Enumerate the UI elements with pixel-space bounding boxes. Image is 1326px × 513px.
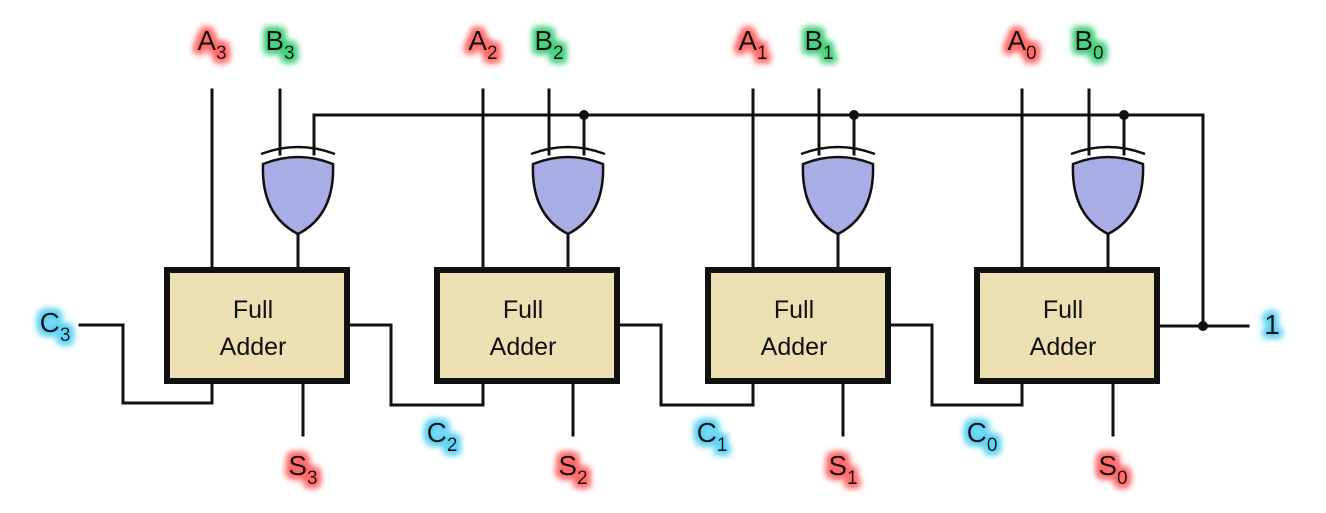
- xor-gate-back-arc: [800, 145, 876, 156]
- xor-gate-body: [531, 155, 605, 236]
- sum-s-label-text: S: [1098, 450, 1117, 481]
- sum-s-label-text: S: [288, 450, 307, 481]
- full-adder-box: [434, 267, 620, 384]
- junction-dot-icon: [579, 110, 589, 120]
- sum-s-label-text: S: [828, 450, 847, 481]
- full-adder-label-line1: Full: [233, 296, 273, 324]
- full-adder-label-line2: Adder: [220, 333, 287, 361]
- sum-s-label: S3: [288, 450, 317, 489]
- input-a-label-subscript: 1: [757, 43, 768, 64]
- input-b-label-subscript: 2: [553, 43, 564, 64]
- input-b-label-text: B: [804, 25, 823, 56]
- carry-wire-c2: [345, 323, 485, 407]
- input-a-label-text: A: [468, 25, 487, 56]
- input-a-label: A1: [738, 25, 767, 64]
- carry-label-subscript: 2: [447, 435, 458, 456]
- carry-label: C1: [697, 417, 728, 456]
- input-a-label-subscript: 2: [487, 43, 498, 64]
- full-adder-label-line2: Adder: [1030, 333, 1097, 361]
- carry-label-subscript: 1: [717, 435, 728, 456]
- input-b-label: B3: [265, 25, 294, 64]
- carry-label-subscript: 0: [987, 435, 998, 456]
- junction-dot-icon: [1119, 110, 1129, 120]
- carry-label-text: C: [967, 417, 987, 448]
- carry-wire-c0: [886, 323, 1024, 407]
- sum-s-label-subscript: 2: [577, 468, 588, 489]
- xor-gate-back-arc: [260, 145, 336, 156]
- input-a-label: A0: [1007, 25, 1036, 64]
- carry-label: C0: [967, 417, 998, 456]
- full-adder-box: [974, 267, 1160, 384]
- xor-gate-back-arc: [530, 145, 606, 156]
- xor-gate-icon: [530, 145, 606, 236]
- carry-wire-c1: [615, 323, 755, 407]
- wires: [78, 88, 1250, 437]
- input-b-label-text: B: [265, 25, 284, 56]
- junction-dot-icon: [1198, 321, 1208, 331]
- input-b-label-subscript: 1: [823, 43, 834, 64]
- input-a-label: A3: [197, 25, 226, 64]
- xor-gate-back-arc: [1070, 145, 1146, 156]
- full-adder-box: [705, 267, 891, 384]
- sum-s-label-text: S: [558, 450, 577, 481]
- sum-s-label-subscript: 1: [847, 468, 858, 489]
- full-adder-label-line2: Adder: [490, 333, 557, 361]
- full-adder-box: [164, 267, 350, 384]
- input-b-label-subscript: 3: [284, 43, 295, 64]
- input-b-label-subscript: 0: [1093, 43, 1104, 64]
- sum-s-label: S2: [558, 450, 587, 489]
- full-adder-label-line2: Adder: [761, 333, 828, 361]
- input-a-label-subscript: 3: [216, 43, 227, 64]
- input-b-label: B1: [804, 25, 833, 64]
- full-adder-label-line1: Full: [1043, 296, 1083, 324]
- input-b-label-text: B: [534, 25, 553, 56]
- carry-label: C2: [427, 417, 458, 456]
- sum-s-label-subscript: 3: [307, 468, 318, 489]
- carry-out-label: C3: [40, 307, 71, 346]
- input-a-label-subscript: 0: [1026, 43, 1037, 64]
- input-b-label: B2: [534, 25, 563, 64]
- sum-s-label-subscript: 0: [1117, 468, 1128, 489]
- carry-out-label-subscript: 3: [60, 325, 71, 346]
- full-adder-label-line1: Full: [503, 296, 543, 324]
- xor-gate-body: [801, 155, 875, 236]
- input-a-label: A2: [468, 25, 497, 64]
- carry-label-text: C: [697, 417, 717, 448]
- xor-gate-icon: [800, 145, 876, 236]
- control-line-main: [312, 113, 1250, 328]
- sum-s-label: S0: [1098, 450, 1127, 489]
- carry-wire-c3: [78, 323, 214, 405]
- input-b-label-text: B: [1074, 25, 1093, 56]
- xor-gate-icon: [1070, 145, 1146, 236]
- xor-gate-body: [261, 155, 335, 236]
- input-a-label-text: A: [197, 25, 216, 56]
- carry-label-text: C: [427, 417, 447, 448]
- carry-out-label-text: C: [40, 307, 60, 338]
- control-input-label: 1: [1264, 309, 1280, 340]
- xor-gate-icon: [260, 145, 336, 236]
- xor-gate-body: [1071, 155, 1145, 236]
- input-b-label: B0: [1074, 25, 1103, 64]
- junction-dot-icon: [849, 110, 859, 120]
- input-a-label-text: A: [1007, 25, 1026, 56]
- full-adder-label-line1: Full: [774, 296, 814, 324]
- input-a-label-text: A: [738, 25, 757, 56]
- sum-s-label: S1: [828, 450, 857, 489]
